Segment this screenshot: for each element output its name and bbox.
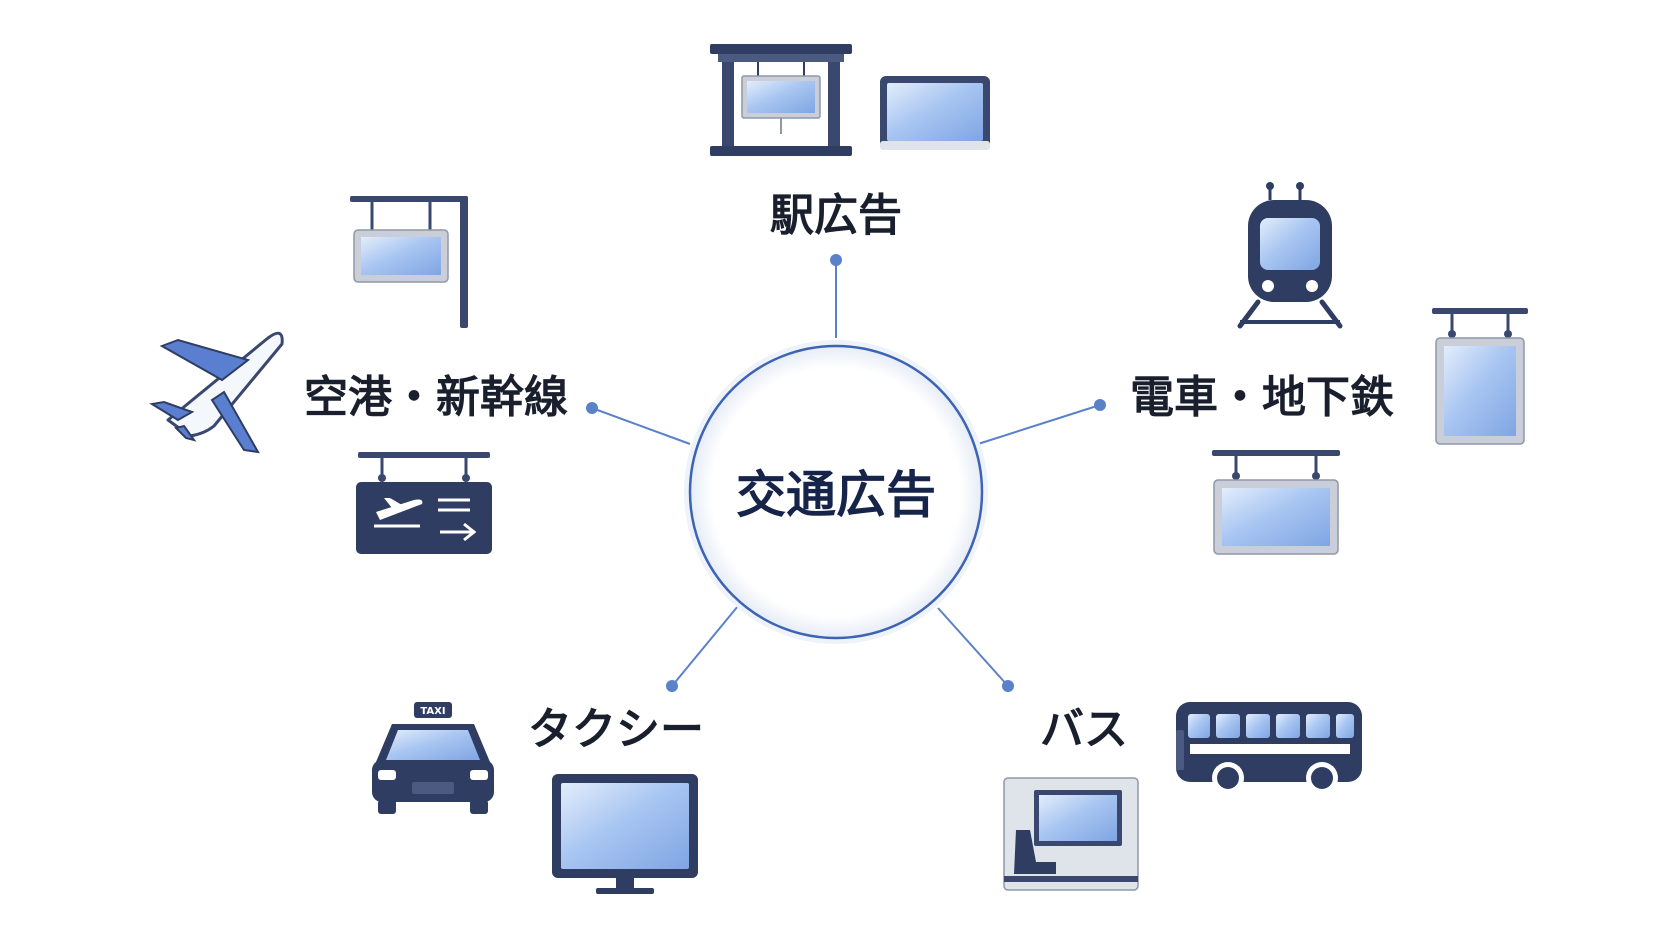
connector-station (830, 254, 842, 338)
bus-icon (1176, 702, 1362, 794)
label-station: 駅広告 (770, 190, 902, 241)
train-icon (1237, 182, 1343, 329)
connector-taxi (666, 605, 739, 692)
bus-interior-screen-icon (1003, 777, 1139, 891)
train-horizontal-hanging-sign-icon (1212, 450, 1340, 555)
airport-hanging-sign-icon (350, 196, 468, 328)
label-train: 電車・地下鉄 (1130, 372, 1394, 423)
taxi-icon: TAXI (372, 702, 494, 814)
label-taxi: タクシー (528, 704, 704, 755)
connector-bus (937, 607, 1014, 692)
station-billboard-icon (710, 44, 852, 156)
center-node: 交通広告 (684, 340, 988, 644)
taxi-sign-label: TAXI (420, 706, 445, 717)
connector-airport (586, 402, 691, 445)
airport-departure-board-icon (356, 452, 492, 554)
station-monitor-icon (880, 76, 990, 150)
label-airport: 空港・新幹線 (304, 372, 568, 423)
train-vertical-hanging-sign-icon (1432, 308, 1528, 445)
connector-train (977, 399, 1106, 445)
airplane-icon (149, 331, 284, 454)
center-label: 交通広告 (736, 466, 936, 524)
label-bus: バス (1040, 704, 1128, 755)
taxi-headrest-monitor-icon (552, 774, 698, 894)
